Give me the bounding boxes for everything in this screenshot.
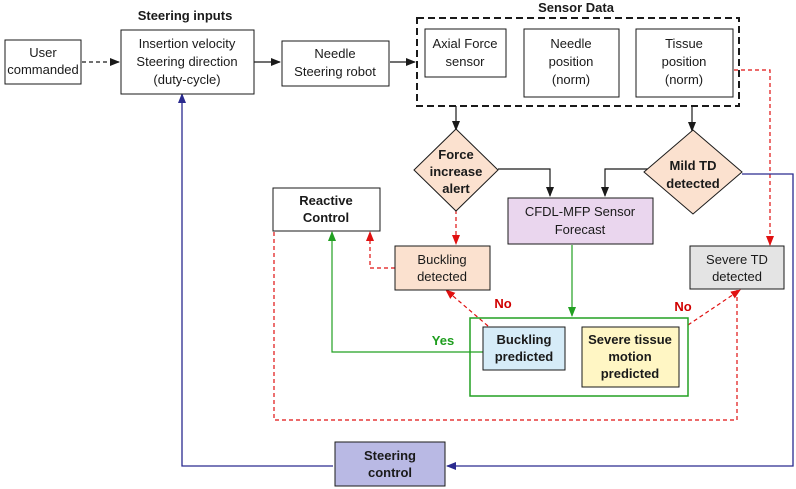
svg-text:detected: detected (712, 269, 762, 284)
svg-text:Severe tissue: Severe tissue (588, 332, 672, 347)
node-cfdl-mfp-forecast: CFDL-MFP Sensor Forecast (507, 197, 654, 245)
svg-text:Forecast: Forecast (555, 222, 606, 237)
svg-text:Buckling: Buckling (497, 332, 552, 347)
svg-text:(duty-cycle): (duty-cycle) (153, 72, 220, 87)
svg-text:Axial Force: Axial Force (432, 36, 497, 51)
svg-text:Force: Force (438, 147, 473, 162)
svg-text:motion: motion (608, 349, 651, 364)
svg-text:commanded: commanded (7, 62, 79, 77)
node-needle-steering-robot: Needle Steering robot (281, 40, 390, 87)
node-tissue-position: Tissue position (norm) (635, 28, 734, 98)
sensor-data-heading: Sensor Data (538, 0, 615, 15)
yes-label: Yes (432, 333, 454, 348)
edge-tissue-to-severe-td (734, 69, 774, 246)
node-mild-td-detected: Mild TD detected (643, 129, 743, 215)
svg-text:(norm): (norm) (665, 72, 703, 87)
svg-text:detected: detected (417, 269, 467, 284)
svg-text:Needle: Needle (314, 46, 355, 61)
edge-mild-td-to-cfdl (601, 168, 651, 197)
steering-inputs-heading: Steering inputs (138, 8, 233, 23)
svg-text:Insertion velocity: Insertion velocity (139, 36, 236, 51)
svg-text:position: position (662, 54, 707, 69)
edge-buckling-detected-to-reactive (366, 231, 395, 269)
node-user-commanded: User commanded (4, 39, 82, 85)
no-label-right: No (674, 299, 691, 314)
edge-no-to-severe-td (687, 289, 741, 326)
node-force-increase-alert: Force increase alert (413, 128, 499, 212)
svg-text:Buckling: Buckling (417, 252, 466, 267)
node-buckling-predicted: Buckling predicted (482, 326, 566, 371)
edge-no-to-buckling-detected (445, 289, 489, 327)
svg-text:Severe TD: Severe TD (706, 252, 768, 267)
sensor-data-group (416, 17, 740, 107)
node-buckling-detected: Buckling detected (394, 245, 491, 291)
edge-force-alert-to-cfdl (498, 168, 554, 197)
svg-text:alert: alert (442, 181, 470, 196)
edge-severe-td-to-reactive (273, 218, 738, 421)
svg-text:predicted: predicted (495, 349, 554, 364)
svg-text:Tissue: Tissue (665, 36, 703, 51)
svg-text:sensor: sensor (445, 54, 485, 69)
node-needle-position: Needle position (norm) (523, 28, 620, 98)
svg-text:position: position (549, 54, 594, 69)
svg-text:CFDL-MFP Sensor: CFDL-MFP Sensor (525, 204, 636, 219)
svg-text:increase: increase (430, 164, 483, 179)
node-severe-td-detected: Severe TD detected (689, 245, 785, 290)
prediction-group (469, 317, 689, 397)
edge-steering-control-to-inputs (178, 93, 333, 467)
edge-mild-td-to-steering-control (446, 173, 794, 470)
svg-text:Steering direction: Steering direction (136, 54, 237, 69)
node-reactive-control: Reactive Control (272, 187, 381, 232)
edge-yes-to-reactive (328, 231, 483, 353)
node-steering-control: Steering control (334, 441, 446, 487)
svg-text:detected: detected (666, 176, 720, 191)
svg-text:User: User (29, 45, 57, 60)
svg-text:Steering robot: Steering robot (294, 64, 376, 79)
svg-text:Steering: Steering (364, 448, 416, 463)
node-severe-tissue-motion-predicted: Severe tissue motion predicted (581, 326, 680, 388)
svg-text:Reactive: Reactive (299, 193, 352, 208)
node-axial-force-sensor: Axial Force sensor (424, 28, 507, 78)
svg-text:(norm): (norm) (552, 72, 590, 87)
node-steering-inputs: Insertion velocity Steering direction (d… (120, 29, 255, 95)
svg-text:control: control (368, 465, 412, 480)
svg-text:Needle: Needle (550, 36, 591, 51)
no-label-left: No (494, 296, 511, 311)
svg-text:Mild TD: Mild TD (670, 158, 717, 173)
svg-text:Control: Control (303, 210, 349, 225)
svg-text:predicted: predicted (601, 366, 660, 381)
